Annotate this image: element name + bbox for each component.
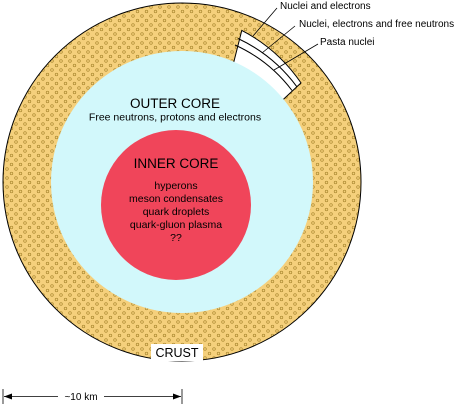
- crust-label-background: [151, 344, 203, 361]
- crust-sublayer-boundary-1: [237, 38, 298, 88]
- crust-sublayer-boundary-2: [234, 44, 293, 91]
- leader-nuclei-electrons-free-neutrons: [261, 25, 296, 54]
- label-nuclei-and-electrons: Nuclei and electrons: [280, 1, 371, 12]
- inner-core-items: hyperons meson condensates quark droplet…: [129, 180, 223, 244]
- leader-nuclei-and-electrons: [252, 7, 278, 37]
- crust-sublayer-leaders: [252, 7, 319, 71]
- label-nuclei-electrons-free-neutrons: Nuclei, electrons and free neutrons: [299, 19, 454, 30]
- inner-core-item: quark-gluon plasma: [130, 219, 222, 231]
- label-pasta-nuclei: Pasta nuclei: [320, 37, 374, 48]
- scale-bar-right-arrow: [173, 393, 181, 400]
- outer-core-title: OUTER CORE: [130, 96, 220, 111]
- scale-bar-left-arrow: [4, 393, 12, 400]
- outer-core-contents: Free neutrons, protons and electrons: [89, 112, 261, 124]
- inner-core-item: quark droplets: [143, 206, 210, 218]
- inner-core: [101, 130, 251, 280]
- crust-title: CRUST: [155, 346, 198, 360]
- inner-core-item: hyperons: [154, 180, 197, 192]
- inner-core-title: INNER CORE: [134, 156, 219, 171]
- inner-core-item: ??: [170, 232, 182, 244]
- leader-pasta-nuclei: [273, 43, 319, 71]
- scale-bar: ~10 km: [2, 389, 183, 404]
- inner-core-item: meson condensates: [129, 193, 223, 205]
- scale-bar-label: ~10 km: [64, 392, 97, 403]
